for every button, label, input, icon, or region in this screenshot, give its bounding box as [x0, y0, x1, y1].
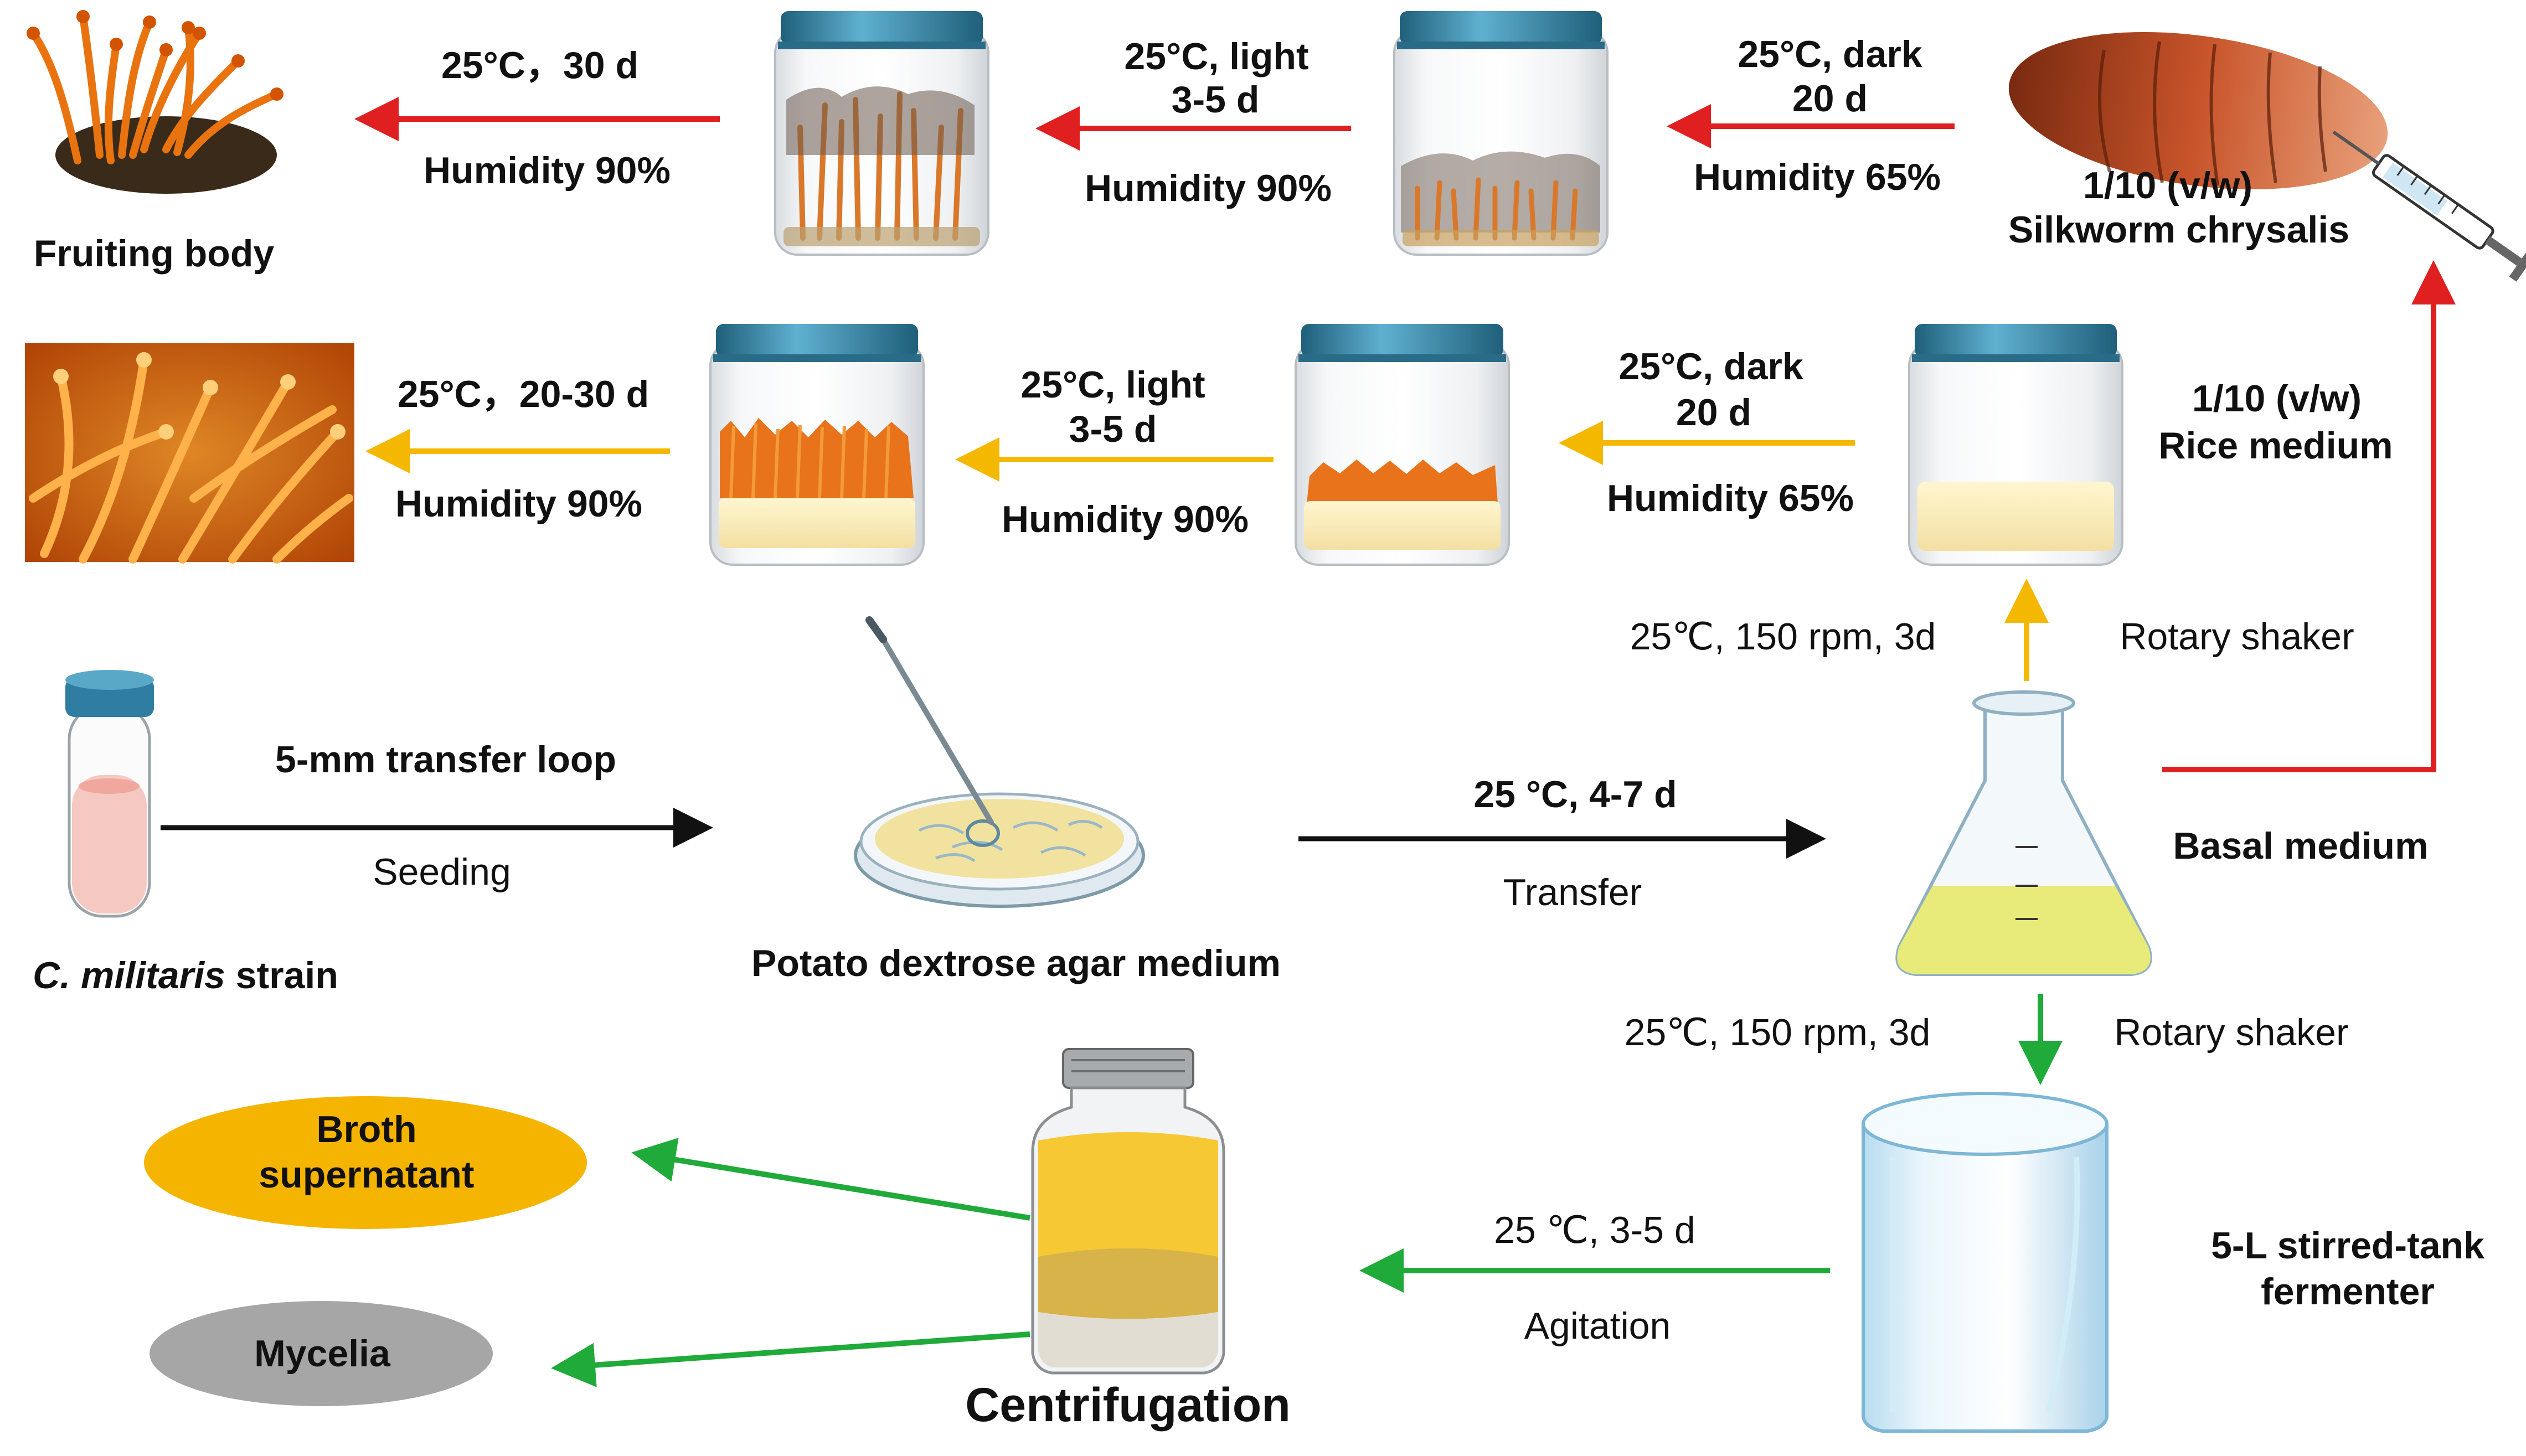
- label-transfer-condition: 25 °C, 4-7 d: [1473, 773, 1677, 815]
- label-strain: C. militaris strain: [33, 954, 338, 997]
- label-fermenter-2: fermenter: [2261, 1270, 2435, 1313]
- mycelia-node: [150, 1301, 493, 1406]
- label-row1-step3-humidity: Humidity 65%: [1694, 156, 1941, 198]
- label-mycelia: Mycelia: [254, 1332, 390, 1375]
- label-row2-step3-condition-2: 20 d: [1676, 391, 1752, 433]
- label-row2-step1-humidity: Humidity 90%: [395, 482, 642, 525]
- label-row1-step1-condition: 25°C，30 d: [441, 44, 639, 86]
- label-row1-step2-humidity: Humidity 90%: [1085, 167, 1332, 209]
- label-row1-step2-condition-1: 25°C, light: [1124, 35, 1309, 78]
- glass-jar-icon: [709, 324, 925, 566]
- stirred-tank-icon: [1862, 1092, 2109, 1433]
- label-fruiting-body: Fruiting body: [33, 232, 275, 275]
- label-broth-1: Broth: [316, 1108, 417, 1150]
- label-strain-italic: C. militaris: [33, 954, 225, 997]
- label-row1-step1-humidity: Humidity 90%: [424, 149, 671, 192]
- petri-dish-icon: [854, 616, 1145, 908]
- cordyceps-fruiting-body-photo: [27, 10, 283, 194]
- label-chrysalis-ratio: 1/10 (v/w): [2082, 164, 2253, 206]
- label-row2-step2-condition-1: 25°C, light: [1020, 363, 1205, 406]
- arrow-basal-to-chrysalis: [2162, 260, 2456, 772]
- orange-fungal-cluster-photo: [25, 343, 354, 564]
- label-rice-ratio: 1/10 (v/w): [2192, 377, 2362, 420]
- label-agitation-condition: 25 ℃, 3-5 d: [1494, 1209, 1695, 1251]
- broth-supernatant-node: [144, 1096, 587, 1229]
- label-seeding: Seeding: [373, 850, 511, 893]
- label-row2-step2-condition-2: 3-5 d: [1069, 407, 1157, 450]
- erlenmeyer-flask-icon: [1895, 690, 2152, 976]
- glass-jar-icon: [1295, 324, 1510, 566]
- glass-jar-icon: [1908, 324, 2123, 566]
- label-basal-medium: Basal medium: [2173, 824, 2429, 867]
- label-broth-2: supernatant: [259, 1153, 475, 1196]
- label-row2-step3-condition-1: 25°C, dark: [1618, 345, 1803, 388]
- label-lower-rotary-shaker: Rotary shaker: [2114, 1011, 2349, 1054]
- label-pda-medium: Potato dextrose agar medium: [751, 942, 1281, 984]
- label-upper-shaker-condition: 25℃, 150 rpm, 3d: [1630, 615, 1936, 658]
- label-rice-medium: Rice medium: [2158, 424, 2393, 467]
- glass-jar-icon: [1393, 11, 1609, 256]
- arrow-to-mycelia: [551, 1331, 1030, 1387]
- label-upper-rotary-shaker: Rotary shaker: [2120, 615, 2354, 658]
- silkworm-chrysalis-photo: [2008, 32, 2388, 190]
- label-lower-shaker-condition: 25℃, 150 rpm, 3d: [1624, 1011, 1931, 1054]
- label-silkworm-chrysalis: Silkworm chrysalis: [2008, 208, 2350, 251]
- label-row1-step3-condition-1: 25°C, dark: [1738, 33, 1922, 75]
- label-strain-suffix: strain: [225, 954, 338, 997]
- label-row2-step3-humidity: Humidity 65%: [1607, 477, 1854, 519]
- syringe-icon: [2332, 130, 2526, 282]
- label-row2-step1-condition: 25°C，20-30 d: [397, 373, 649, 415]
- test-tube-icon: [65, 670, 154, 918]
- label-transfer-loop: 5-mm transfer loop: [275, 738, 616, 781]
- label-row1-step3-condition-2: 20 d: [1792, 77, 1868, 120]
- label-transfer: Transfer: [1503, 871, 1642, 913]
- centrifuge-bottle-icon: [1031, 1048, 1225, 1375]
- glass-jar-icon: [774, 11, 989, 256]
- arrow-to-broth: [631, 1138, 1030, 1221]
- label-row2-step2-humidity: Humidity 90%: [1002, 498, 1249, 540]
- label-agitation: Agitation: [1524, 1304, 1671, 1347]
- label-row1-step2-condition-2: 3-5 d: [1171, 78, 1260, 121]
- label-centrifugation: Centrifugation: [965, 1378, 1291, 1432]
- label-fermenter-1: 5-L stirred-tank: [2211, 1224, 2484, 1267]
